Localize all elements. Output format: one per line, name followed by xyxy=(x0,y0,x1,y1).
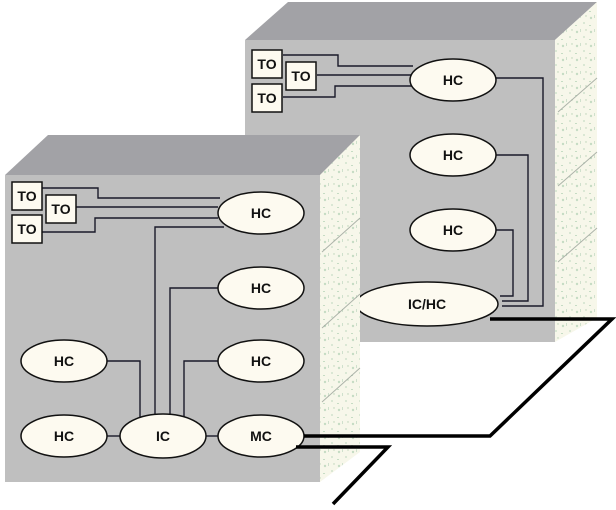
front-building-wiring xyxy=(42,187,224,437)
backbone-mc-to-external xyxy=(296,445,393,506)
front-outlet-2[interactable]: TO xyxy=(45,194,77,224)
front-building: TO TO TO HC HC HC HC HC xyxy=(5,135,361,482)
back-building-side-face xyxy=(555,2,597,342)
outlet-label: TO xyxy=(51,201,70,217)
node-label: HC xyxy=(251,280,271,296)
wire-hctop-ic xyxy=(154,226,224,418)
front-building-side-face xyxy=(320,135,360,482)
wire-to-1 xyxy=(283,54,413,67)
wire-hcright-ic xyxy=(183,360,218,418)
wire-hc1-ichc xyxy=(495,77,544,307)
node-label: HC xyxy=(251,205,271,221)
outlet-label: TO xyxy=(257,56,276,72)
front-node-hc-mid[interactable]: HC xyxy=(217,266,305,310)
front-node-hc-bottom[interactable]: HC xyxy=(20,414,108,458)
front-node-hc-top[interactable]: HC xyxy=(217,191,305,235)
back-outlet-2[interactable]: TO xyxy=(285,61,317,91)
side-hatch-line xyxy=(321,293,361,329)
back-outlet-1[interactable]: TO xyxy=(251,49,283,79)
side-hatch-line xyxy=(557,151,598,187)
outlet-label: TO xyxy=(257,90,276,106)
side-hatch-line xyxy=(321,217,361,253)
side-hatch-line xyxy=(557,227,598,263)
back-node-hc-2[interactable]: HC xyxy=(409,133,497,177)
front-node-ic[interactable]: IC xyxy=(119,413,207,459)
front-node-hc-right[interactable]: HC xyxy=(217,339,305,383)
wire-to-3 xyxy=(42,217,218,233)
wire-hc2-ichc xyxy=(495,154,529,302)
wire-hcmid-ic xyxy=(169,287,218,416)
node-label: HC xyxy=(54,353,74,369)
back-node-ic-hc[interactable]: IC/HC xyxy=(355,281,499,327)
back-outlet-3[interactable]: TO xyxy=(251,83,283,113)
back-building-top-face xyxy=(245,2,597,40)
front-node-mc[interactable]: MC xyxy=(217,414,305,458)
outlet-label: TO xyxy=(291,68,310,84)
back-node-hc-1[interactable]: HC xyxy=(409,58,497,102)
outlet-label: TO xyxy=(17,221,36,237)
node-label: HC xyxy=(54,428,74,444)
front-node-hc-left[interactable]: HC xyxy=(20,339,108,383)
node-label: IC/HC xyxy=(408,296,446,312)
node-label: MC xyxy=(250,428,272,444)
side-hatch-line xyxy=(321,367,361,403)
back-node-hc-3[interactable]: HC xyxy=(409,208,497,252)
wire-to-3 xyxy=(283,85,413,98)
back-building: TO TO TO HC HC HC IC/HC xyxy=(245,2,598,342)
wire-hc3-ichc xyxy=(495,229,514,297)
outlet-label: TO xyxy=(17,188,36,204)
front-outlet-3[interactable]: TO xyxy=(11,214,43,244)
backbone-mc-to-ichc xyxy=(304,317,616,438)
node-label: IC xyxy=(156,428,170,444)
node-label: HC xyxy=(251,353,271,369)
side-hatch-line xyxy=(557,77,598,113)
node-label: HC xyxy=(443,72,463,88)
wire-hcleft-ic xyxy=(106,360,141,420)
front-outlet-1[interactable]: TO xyxy=(11,181,43,211)
node-label: HC xyxy=(443,147,463,163)
node-label: HC xyxy=(443,222,463,238)
front-building-top-face xyxy=(5,135,360,175)
back-building-wiring xyxy=(283,54,544,307)
wire-to-1 xyxy=(42,187,220,199)
